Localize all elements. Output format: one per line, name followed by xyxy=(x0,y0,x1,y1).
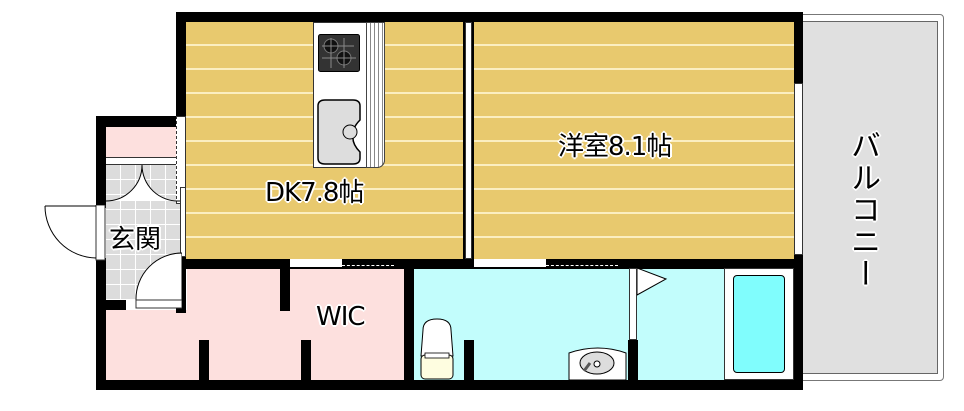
western-room-floor xyxy=(474,22,794,260)
sliding-door-wic-track xyxy=(342,265,394,268)
room-divider-opening xyxy=(465,22,472,259)
wall-bottom xyxy=(96,380,803,390)
wall-top xyxy=(176,12,803,22)
wic-floor xyxy=(106,310,406,380)
wall-entrance-left-bottom xyxy=(96,258,106,390)
wash-basin-icon xyxy=(568,347,627,381)
wall-wic-stub-2 xyxy=(301,340,311,390)
window-western-room xyxy=(794,83,803,255)
wall-entrance-top xyxy=(96,116,180,127)
entrance-shelf-gap xyxy=(106,157,180,165)
wall-bath-divider xyxy=(628,340,638,390)
sliding-door-bath xyxy=(474,259,546,267)
wall-wic-right xyxy=(404,259,414,390)
entrance-label: 玄関 xyxy=(109,225,162,255)
opening-dk-entrance xyxy=(180,187,186,257)
sliding-door-bath-track xyxy=(546,265,618,268)
toilet-icon xyxy=(420,318,454,380)
bath-door-icon xyxy=(637,268,668,296)
dk-label: DK7.8帖 xyxy=(265,178,364,208)
bathtub-icon xyxy=(733,275,785,373)
shoe-closet-doors-icon xyxy=(106,165,180,202)
wall-entrance-bottom xyxy=(96,300,126,310)
sliding-door-wic xyxy=(290,259,342,267)
wall-entrance-left-top xyxy=(96,116,106,208)
balcony xyxy=(802,21,938,374)
wall-bath-partition xyxy=(629,268,637,340)
wall-left-main xyxy=(176,12,186,116)
wall-wic-stub-top xyxy=(280,259,290,311)
entrance-storage xyxy=(106,127,180,157)
kitchen-counter-edge xyxy=(366,22,385,168)
wic-label: WIC xyxy=(316,302,366,332)
dk-door-icon xyxy=(135,252,182,309)
wic-floor-upper xyxy=(187,268,406,313)
kitchen-sink-icon xyxy=(317,99,361,165)
wall-toilet-stub xyxy=(464,340,474,390)
stove-icon xyxy=(318,34,360,72)
balcony-label: バルコニー xyxy=(845,130,880,290)
western-room-label: 洋室8.1帖 xyxy=(558,132,672,162)
wall-wic-stub-1 xyxy=(199,340,209,390)
entrance-door-icon xyxy=(44,205,106,261)
